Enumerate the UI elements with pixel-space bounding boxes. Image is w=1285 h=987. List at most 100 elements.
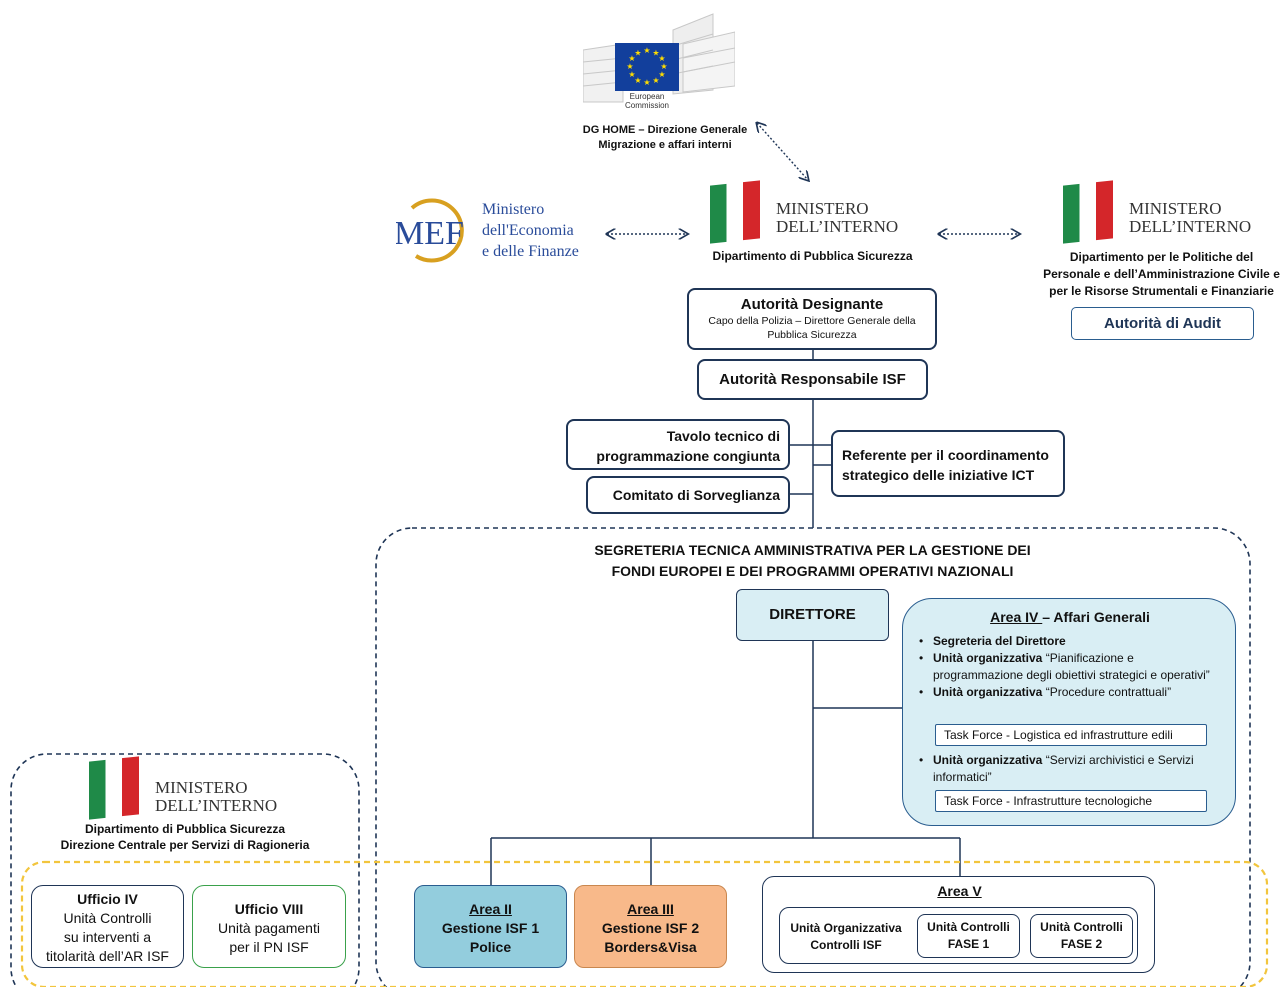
area4-item-bold: Unità organizzativa bbox=[933, 685, 1043, 699]
area4-item: Unità organizzativa “Servizi archivistic… bbox=[919, 752, 1219, 786]
area4-item-bold: Unità organizzativa bbox=[933, 753, 1043, 767]
area2-line-2: Police bbox=[469, 939, 512, 955]
controls-band bbox=[20, 860, 1269, 987]
unita-line-2: Controlli ISF bbox=[810, 938, 882, 952]
unita-fase2-box: Unità Controlli FASE 2 bbox=[1030, 914, 1133, 958]
tavolo-tecnico-box: Tavolo tecnico di programmazione congiun… bbox=[566, 419, 790, 470]
ministero-center-logo: MINISTERO DELL’INTERNO bbox=[710, 180, 920, 244]
area4-box: Area IV – Affari Generali Segreteria del… bbox=[902, 598, 1236, 826]
area4-title: Area IV – Affari Generali bbox=[903, 609, 1237, 625]
unita-fase1-box: Unità Controlli FASE 1 bbox=[917, 914, 1020, 958]
dg-home-caption: DG HOME – Direzione Generale Migrazione … bbox=[555, 123, 775, 153]
referente-line-2: strategico delle iniziative ICT bbox=[842, 467, 1035, 483]
autorita-audit-box: Autorità di Audit bbox=[1071, 307, 1254, 340]
ufficio8-line-2: per il PN ISF bbox=[229, 939, 309, 955]
area3-line-1: Gestione ISF 2 bbox=[601, 920, 700, 936]
area4-title-underlined: Area IV bbox=[990, 609, 1043, 625]
area4-item: Segreteria del Direttore bbox=[919, 633, 1219, 650]
area3-line-2: Borders&Visa bbox=[604, 939, 697, 955]
area2-line-1: Gestione ISF 1 bbox=[441, 920, 540, 936]
area4-item-rest: “Servizi archivistici e Servizi informat… bbox=[933, 753, 1194, 784]
ministero-left-logo: MINISTERO DELL’INTERNO bbox=[89, 756, 299, 820]
ec-building-icon: ★★★★ ★★★★ ★★★★ bbox=[582, 13, 736, 103]
ufficio8-title: Ufficio VIII bbox=[234, 901, 304, 917]
svg-text:★: ★ bbox=[643, 46, 650, 55]
svg-text:★: ★ bbox=[634, 49, 641, 58]
ufficio4-box: Ufficio IV Unità Controlli su interventi… bbox=[31, 885, 184, 968]
mef-line-1: Ministero bbox=[482, 201, 545, 218]
ministero-right-dept: Dipartimento per le Politiche del Person… bbox=[1038, 249, 1285, 300]
ministero-center-name-2: DELL’INTERNO bbox=[776, 217, 899, 236]
segreteria-title-1: SEGRETERIA TECNICA AMMINISTRATIVA PER LA… bbox=[594, 542, 1031, 558]
ministero-right-logo: MINISTERO DELL’INTERNO bbox=[1063, 180, 1273, 244]
svg-text:★: ★ bbox=[628, 54, 635, 63]
italian-flag-icon bbox=[710, 180, 760, 244]
area4-item: Unità organizzativa “Pianificazione e pr… bbox=[919, 650, 1219, 684]
svg-text:★: ★ bbox=[643, 78, 650, 87]
svg-text:★: ★ bbox=[628, 70, 635, 79]
taskforce-logistica: Task Force - Logistica ed infrastrutture… bbox=[935, 724, 1207, 746]
area4-item: Unità organizzativa “Procedure contrattu… bbox=[919, 684, 1219, 701]
ministero-left-name-2: DELL’INTERNO bbox=[155, 796, 278, 815]
ufficio8-box: Ufficio VIII Unità pagamenti per il PN I… bbox=[192, 885, 346, 968]
area5-box: Area V Unità Organizzativa Controlli ISF… bbox=[762, 876, 1155, 973]
area3-box: Area III Gestione ISF 2 Borders&Visa bbox=[574, 885, 727, 968]
ministero-right-dept-1: Dipartimento per le Politiche del bbox=[1069, 250, 1254, 264]
unita-controlli-isf: Unità Organizzativa Controlli ISF bbox=[784, 920, 908, 954]
ministero-center-name-1: MINISTERO bbox=[776, 199, 869, 218]
comitato-box: Comitato di Sorveglianza bbox=[586, 476, 790, 514]
area2-title: Area II bbox=[469, 901, 512, 917]
area4-item-bold: Unità organizzativa bbox=[933, 651, 1043, 665]
ministero-left-dept-2: Direzione Centrale per Servizi di Ragion… bbox=[60, 838, 310, 852]
area4-item-bold: Segreteria del Direttore bbox=[933, 634, 1066, 648]
svg-text:★: ★ bbox=[660, 62, 667, 71]
ministero-right-dept-3: per le Risorse Strumentali e Finanziarie bbox=[1049, 284, 1274, 298]
ministero-left-name-1: MINISTERO bbox=[155, 778, 248, 797]
tavolo-line-2: programmazione congiunta bbox=[596, 448, 780, 464]
area4-item-rest: “Procedure contrattuali” bbox=[1042, 685, 1172, 699]
ufficio4-line-1: Unità Controlli bbox=[63, 910, 152, 926]
ufficio8-line-1: Unità pagamenti bbox=[218, 920, 320, 936]
ministero-right-name-2: DELL’INTERNO bbox=[1129, 217, 1252, 236]
mef-logo: MEF Ministero dell'Economia e delle Fina… bbox=[396, 196, 596, 266]
area4-list-2: Unità organizzativa “Servizi archivistic… bbox=[919, 752, 1219, 786]
ministero-right-name-1: MINISTERO bbox=[1129, 199, 1222, 218]
arrow-ec-ministero bbox=[757, 123, 808, 180]
ragioneria-container bbox=[10, 753, 360, 987]
autorita-designante-sub-1: Capo della Polizia – Direttore Generale … bbox=[708, 315, 916, 327]
fase2-line-1: Unità Controlli bbox=[1040, 920, 1123, 934]
svg-text:★: ★ bbox=[626, 62, 633, 71]
area5-inner: Unità Organizzativa Controlli ISF Unità … bbox=[779, 907, 1138, 964]
ufficio4-line-3: titolarità dell’AR ISF bbox=[46, 948, 169, 964]
svg-text:★: ★ bbox=[652, 49, 659, 58]
italian-flag-icon bbox=[1063, 180, 1113, 244]
ufficio4-line-2: su interventi a bbox=[63, 929, 152, 945]
mef-line-2: dell'Economia bbox=[482, 222, 574, 239]
ministero-center-dept: Dipartimento di Pubblica Sicurezza bbox=[712, 249, 913, 263]
mef-line-3: e delle Finanze bbox=[482, 243, 579, 260]
fase1-line-1: Unità Controlli bbox=[927, 920, 1010, 934]
tavolo-line-1: Tavolo tecnico di bbox=[666, 428, 780, 444]
ec-logo: ★★★★ ★★★★ ★★★★ European Commission bbox=[582, 10, 736, 114]
autorita-responsabile-box: Autorità Responsabile ISF bbox=[697, 359, 928, 400]
mef-emblem-icon: MEF bbox=[396, 198, 464, 263]
svg-text:★: ★ bbox=[652, 76, 659, 85]
italian-flag-icon bbox=[89, 756, 139, 820]
area4-title-rest: – Affari Generali bbox=[1042, 609, 1150, 625]
autorita-designante-box: Autorità Designante Capo della Polizia –… bbox=[687, 288, 937, 350]
dg-home-line-2: Migrazione e affari interni bbox=[598, 139, 732, 151]
unita-line-1: Unità Organizzativa bbox=[790, 921, 902, 935]
area2-box: Area II Gestione ISF 1 Police bbox=[414, 885, 567, 968]
segreteria-container bbox=[375, 527, 1251, 987]
ufficio4-title: Ufficio IV bbox=[77, 891, 138, 907]
autorita-designante-title: Autorità Designante bbox=[740, 296, 884, 313]
direttore-box: DIRETTORE bbox=[736, 589, 889, 641]
svg-text:★: ★ bbox=[658, 70, 665, 79]
ec-logo-text-2: Commission bbox=[624, 101, 669, 110]
area3-title: Area III bbox=[627, 901, 674, 917]
referente-box: Referente per il coordinamento strategic… bbox=[831, 430, 1065, 497]
svg-text:★: ★ bbox=[634, 76, 641, 85]
ministero-left-dept: Dipartimento di Pubblica Sicurezza Direz… bbox=[30, 821, 340, 853]
segreteria-title: SEGRETERIA TECNICA AMMINISTRATIVA PER LA… bbox=[500, 540, 1125, 582]
